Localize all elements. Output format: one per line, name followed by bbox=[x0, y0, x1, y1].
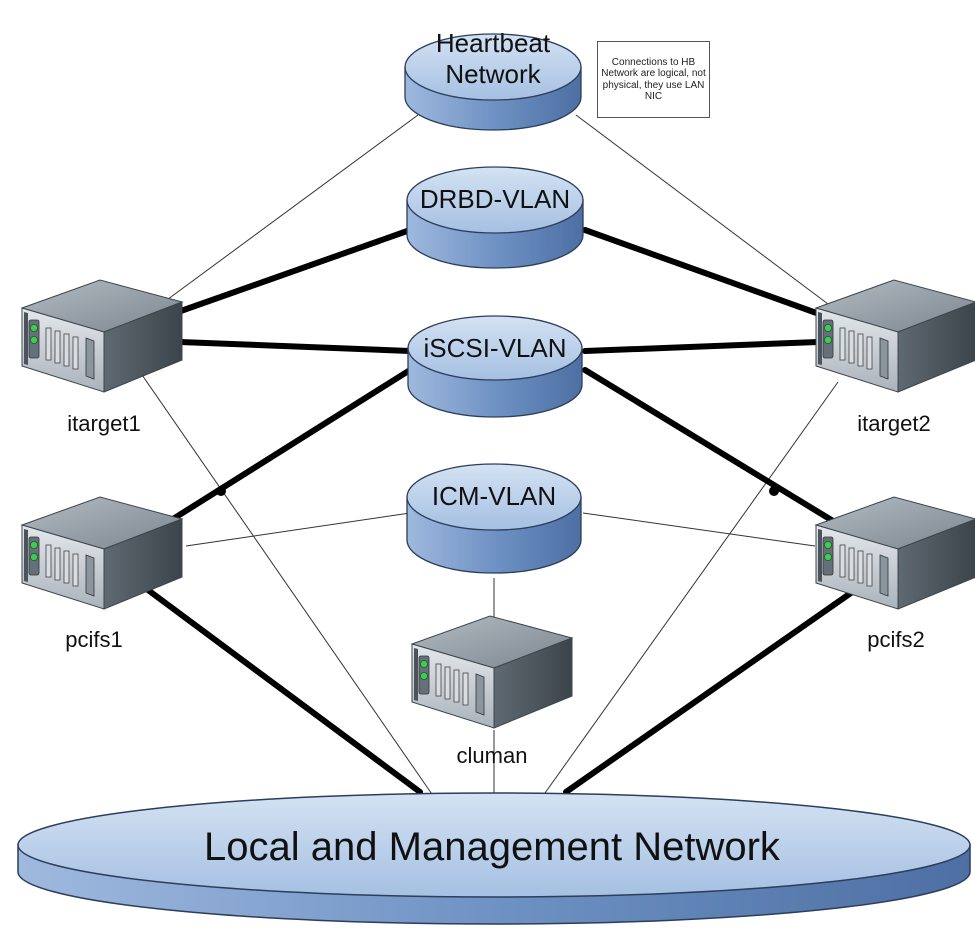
hub-heartbeat: Heartbeat Network bbox=[404, 28, 582, 131]
crossing-dot-left bbox=[216, 486, 226, 496]
lan-label: Local and Management Network bbox=[204, 825, 781, 869]
server-itarget2-label: itarget2 bbox=[857, 411, 930, 436]
note-text: Connections to HB Network are logical, n… bbox=[601, 56, 706, 103]
hub-icm: ICM-VLAN bbox=[406, 463, 582, 574]
hub-drbd-label: DRBD-VLAN bbox=[420, 184, 570, 214]
server-cluman-label: cluman bbox=[457, 743, 528, 768]
link-icm-pcifs1 bbox=[185, 512, 411, 547]
server-itarget2: itarget2 bbox=[815, 279, 975, 436]
hub-iscsi-label: iSCSI-VLAN bbox=[423, 333, 566, 363]
link-lan-pcifs1 bbox=[145, 587, 423, 795]
hub-icm-label: ICM-VLAN bbox=[432, 481, 556, 511]
lan-network: Local and Management Network bbox=[17, 792, 971, 925]
link-icm-pcifs2 bbox=[582, 512, 816, 547]
link-hb-itarget1 bbox=[159, 114, 419, 306]
link-lan-itarget2 bbox=[539, 381, 839, 801]
server-cluman: cluman bbox=[411, 615, 573, 768]
link-drbd-itarget1 bbox=[175, 227, 413, 315]
note-box: Connections to HB Network are logical, n… bbox=[597, 41, 710, 118]
link-lan-itarget1 bbox=[139, 371, 437, 801]
crossing-dot-right bbox=[769, 486, 779, 496]
link-iscsi-pcifs1 bbox=[162, 367, 413, 527]
hub-iscsi: iSCSI-VLAN bbox=[407, 315, 583, 418]
server-itarget1: itarget1 bbox=[21, 279, 183, 436]
hub-heartbeat-label-2: Network bbox=[445, 59, 541, 89]
link-lan-pcifs2 bbox=[563, 585, 861, 795]
server-itarget1-label: itarget1 bbox=[67, 411, 140, 436]
physical-links bbox=[145, 227, 861, 795]
server-pcifs2-label: pcifs2 bbox=[867, 627, 924, 652]
server-pcifs1: pcifs1 bbox=[21, 496, 183, 652]
server-pcifs1-label: pcifs1 bbox=[65, 627, 122, 652]
link-drbd-itarget2 bbox=[582, 227, 825, 318]
link-iscsi-itarget1 bbox=[177, 339, 413, 354]
logical-links bbox=[139, 114, 841, 801]
link-iscsi-pcifs2 bbox=[582, 367, 841, 527]
hub-drbd: DRBD-VLAN bbox=[406, 166, 584, 269]
server-pcifs2: pcifs2 bbox=[815, 496, 975, 652]
link-iscsi-itarget2 bbox=[582, 339, 821, 354]
link-hb-itarget2 bbox=[575, 114, 841, 314]
hub-heartbeat-label-1: Heartbeat bbox=[436, 28, 551, 58]
